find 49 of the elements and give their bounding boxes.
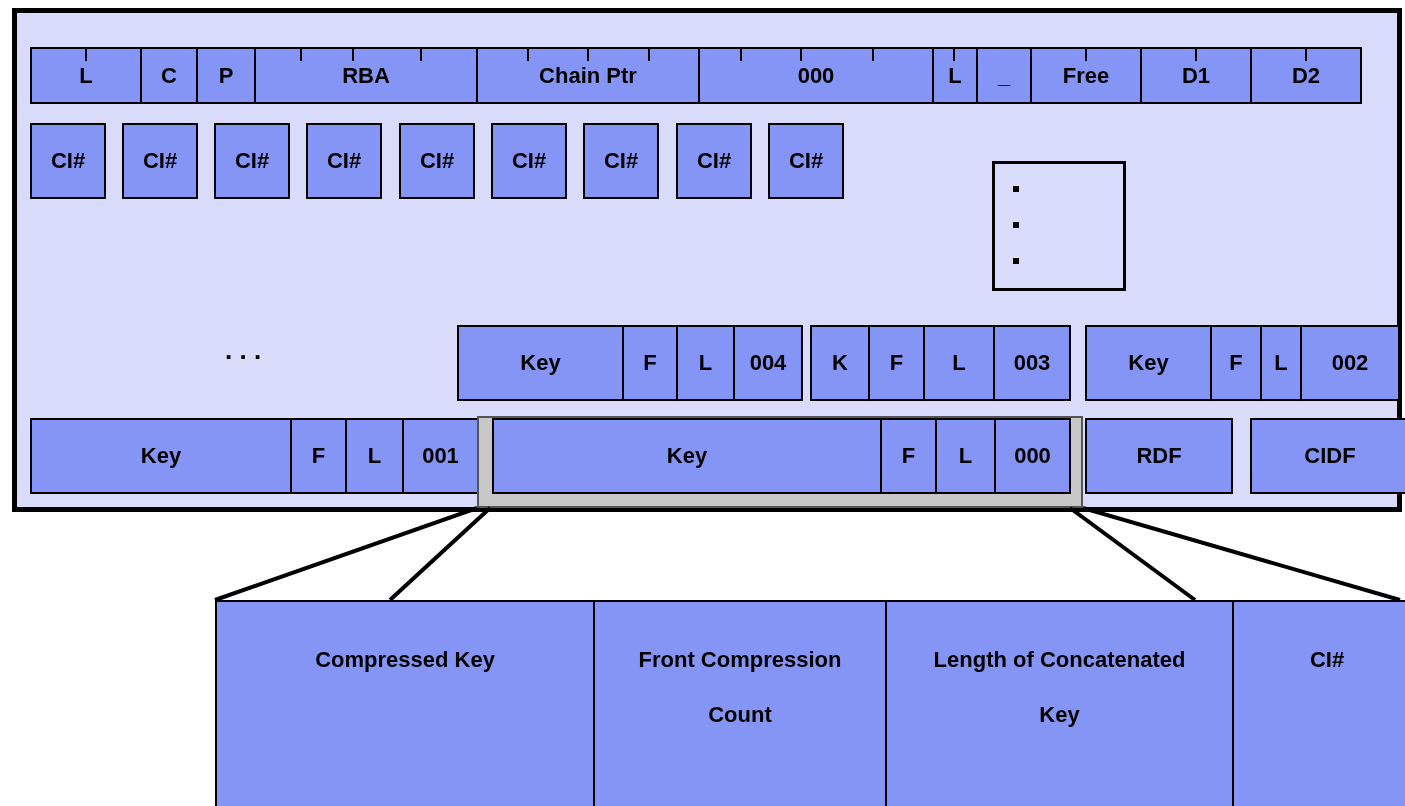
record-field: D2 <box>1250 47 1362 104</box>
record-field: D1 <box>1140 47 1252 104</box>
record-field: CI# <box>306 123 382 199</box>
record-field: 000 <box>698 47 934 104</box>
record-field: L <box>676 325 735 401</box>
record-field: K <box>810 325 870 401</box>
expansion-line <box>1068 506 1197 602</box>
record-field: F <box>622 325 678 401</box>
record-field: L <box>1260 325 1302 401</box>
record-field: CI# <box>214 123 290 199</box>
record-field: F <box>1210 325 1262 401</box>
record-field: L <box>30 47 142 104</box>
record-field: CI# <box>30 123 106 199</box>
record-field: F <box>290 418 347 494</box>
record-field: F <box>868 325 925 401</box>
record-field: Chain Ptr <box>476 47 700 104</box>
record-field: L <box>932 47 978 104</box>
expansion-line <box>388 506 492 602</box>
record-field: F <box>880 418 937 494</box>
record-field: L <box>923 325 995 401</box>
record-field: 000 <box>994 418 1071 494</box>
record-field: CI# <box>399 123 475 199</box>
record-field: CI# <box>491 123 567 199</box>
record-field: CI# <box>676 123 752 199</box>
record-field: Free <box>1030 47 1142 104</box>
record-field: 003 <box>993 325 1071 401</box>
record-field: 002 <box>1300 325 1400 401</box>
record-field: Key <box>457 325 624 401</box>
record-field: Key <box>492 418 882 494</box>
record-field: L <box>345 418 404 494</box>
record-field: Key <box>30 418 292 494</box>
record-field: CI# <box>768 123 844 199</box>
record-field: CI# <box>122 123 198 199</box>
record-field: RDF <box>1085 418 1233 494</box>
record-field: C <box>140 47 198 104</box>
record-field: P <box>196 47 256 104</box>
record-field: L <box>935 418 996 494</box>
expansion-line <box>214 506 478 602</box>
index-record-frame <box>12 8 1402 512</box>
record-field: 001 <box>402 418 479 494</box>
record-field: Key <box>1085 325 1212 401</box>
record-field: RBA <box>254 47 478 104</box>
record-field: 004 <box>733 325 803 401</box>
empty-box <box>992 161 1126 291</box>
ellipsis-text: . . . <box>225 335 262 366</box>
record-field: CI# <box>583 123 659 199</box>
highlighted-entry <box>477 416 1083 508</box>
record-field: _ <box>976 47 1032 104</box>
record-field: CIDF <box>1250 418 1405 494</box>
